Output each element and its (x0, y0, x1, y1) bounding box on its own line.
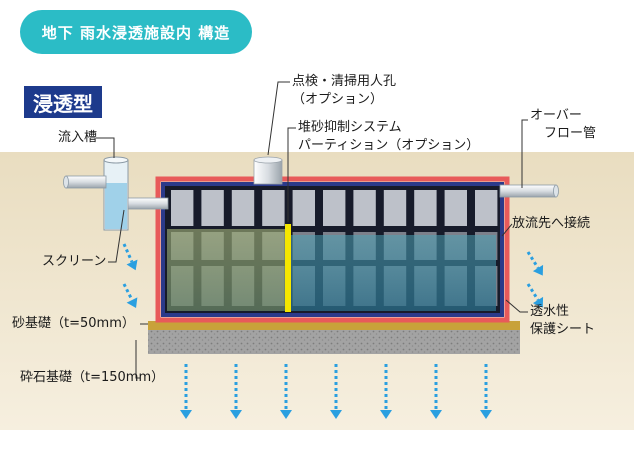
partition-label-1: 堆砂抑制システム (298, 120, 402, 135)
gravel-base (148, 330, 520, 354)
arrow-head (126, 297, 138, 309)
arrow-head (230, 410, 242, 419)
leader-gravel (135, 340, 140, 379)
gravel-base-label: 砕石基礎（t=150mm） (20, 370, 165, 385)
sheet-label-1: 透水性 (530, 304, 570, 319)
water-right (291, 235, 496, 311)
protective-sheet (155, 176, 510, 323)
discharge-label: 放流先へ接続 (512, 216, 591, 231)
arrow-head (380, 410, 392, 419)
arrow-head (280, 410, 292, 419)
inspection-hole-label-2: （オプション） (292, 92, 384, 107)
storage-block (444, 190, 467, 226)
sand-base-label: 砂基礎（t=50mm） (12, 316, 135, 331)
leader-inspection (267, 81, 290, 156)
leader-overflow (521, 119, 528, 188)
storage-block (292, 190, 315, 226)
leader-screen (108, 209, 125, 263)
arrow-head (180, 410, 192, 419)
partition-label-2: パーティション（オプション） (298, 138, 480, 153)
storage-block (262, 190, 285, 226)
sheet-label-2: 保護シート (530, 322, 596, 337)
storage-block (323, 190, 346, 226)
leader-partition (287, 127, 296, 222)
inlet-pipe (65, 175, 107, 189)
overflow-label-2: フロー管 (544, 126, 597, 141)
page-title: 地下 雨水浸透施設内 構造 (20, 10, 252, 54)
overflow-label-1: オーバー (530, 108, 582, 123)
type-badge: 浸透型 (24, 86, 102, 118)
connect-pipe (127, 197, 169, 210)
infiltration-arrows (122, 243, 544, 419)
storage-block (383, 190, 407, 226)
storage-block (231, 190, 255, 226)
infiltration-arrow (122, 283, 134, 301)
overflow-pipe (499, 184, 557, 198)
leader-sheet (505, 299, 528, 313)
storage-block (475, 190, 498, 226)
storage-block (414, 190, 437, 226)
inflow-tank-label: 流入槽 (58, 130, 98, 145)
storage-block (201, 190, 224, 226)
partition (285, 224, 291, 312)
arrow-head (532, 264, 544, 276)
storage-block (353, 190, 376, 226)
arrow-head (480, 410, 492, 419)
leader-inflow (96, 137, 115, 158)
inspection-hole-label-1: 点検・清掃用人孔 (292, 74, 397, 89)
arrow-head (330, 410, 342, 419)
arrow-head (430, 410, 442, 419)
leader-discharge (501, 223, 513, 237)
arrow-head (126, 259, 138, 271)
water-left (167, 229, 287, 311)
arrow-head (532, 296, 544, 308)
sand-base (148, 321, 520, 330)
storage-block (171, 190, 194, 226)
inspection-hole (253, 159, 283, 185)
screen-label: スクリーン (42, 254, 107, 269)
